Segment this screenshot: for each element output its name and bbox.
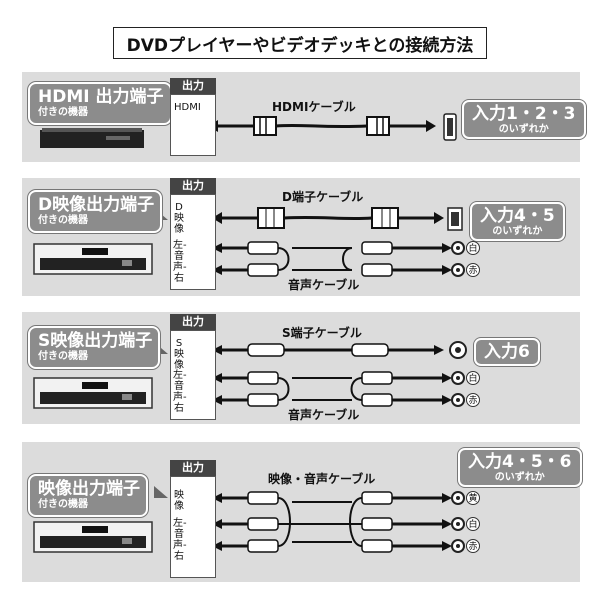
output-box <box>170 476 216 578</box>
video-port-label: 映像 <box>174 490 184 512</box>
av-cable-label: 映像・音声ケーブル <box>268 472 376 486</box>
white-jack-mark: 白 <box>466 371 480 385</box>
video-deck-icon <box>33 521 153 553</box>
audio-port-label: 左-音声-右 <box>173 370 187 414</box>
red-jack-mark: 赤 <box>466 539 480 553</box>
audio-cable-label: 音声ケーブル <box>286 276 362 293</box>
output-header: 出力 <box>170 314 216 330</box>
d-video-port-label: D映像 <box>174 202 184 235</box>
s-video-port-label: S映像 <box>174 338 184 371</box>
hdmi-cable <box>208 116 436 136</box>
input-label-s-video: 入力6 <box>474 338 540 366</box>
hdmi-cable-label: HDMIケーブル <box>272 100 356 114</box>
output-header: 出力 <box>170 178 216 194</box>
white-jack-mark: 白 <box>466 517 480 531</box>
d-cable <box>212 207 444 229</box>
input-label-composite: 入力4・5・6 のいずれか <box>458 448 582 487</box>
panel-hdmi: HDMI 出力端子 付きの機器 出力 HDMI HDMIケーブル 入力1・2・3… <box>22 72 586 162</box>
audio-port-label: 左-音声-右 <box>173 518 187 562</box>
av-cable <box>212 491 452 553</box>
audio-cable <box>212 241 452 277</box>
s-cable <box>212 343 444 357</box>
hdmi-port-label: HDMI <box>174 102 201 113</box>
composite-connection-graphic <box>33 486 465 553</box>
panel-d-video: D映像出力端子 付きの機器 出力 D映像 左-音声-右 D端子ケーブル 音声ケー… <box>22 178 580 296</box>
yellow-jack-mark: 黄 <box>466 491 480 505</box>
audio-cable <box>212 371 452 407</box>
red-jack-mark: 赤 <box>466 393 480 407</box>
s-cable-label: S端子ケーブル <box>282 326 362 340</box>
device-label-hdmi: HDMI 出力端子 付きの機器 <box>28 82 172 125</box>
output-box <box>170 330 216 420</box>
white-jack-mark: 白 <box>466 241 480 255</box>
device-label-composite: 映像出力端子 付きの機器 <box>28 474 148 517</box>
output-header: 出力 <box>170 78 216 94</box>
video-deck-icon <box>33 377 153 409</box>
device-label-d-video: D映像出力端子 付きの機器 <box>28 190 163 233</box>
device-label-s-video: S映像出力端子 付きの機器 <box>28 326 161 369</box>
output-header: 出力 <box>170 460 216 476</box>
output-box <box>170 194 216 290</box>
red-jack-mark: 赤 <box>466 263 480 277</box>
audio-port-label: 左-音声-右 <box>173 240 187 284</box>
audio-cable-label: 音声ケーブル <box>286 406 362 423</box>
output-box <box>170 94 216 156</box>
panel-composite: 映像出力端子 付きの機器 出力 映像 左-音声-右 映像・音声ケーブル 入力4・… <box>22 442 582 582</box>
pointer-arrow <box>154 486 168 498</box>
input-label-d-video: 入力4・5 のいずれか <box>470 202 565 241</box>
panel-s-video: S映像出力端子 付きの機器 出力 S映像 左-音声-右 S端子ケーブル 音声ケー… <box>22 312 580 424</box>
dvd-player-icon <box>40 128 144 148</box>
input-label-hdmi: 入力1・2・3 のいずれか <box>462 100 586 139</box>
page-title: DVDプレイヤーやビデオデッキとの接続方法 <box>113 27 487 59</box>
d-cable-label: D端子ケーブル <box>282 190 364 204</box>
video-deck-icon <box>33 243 153 275</box>
